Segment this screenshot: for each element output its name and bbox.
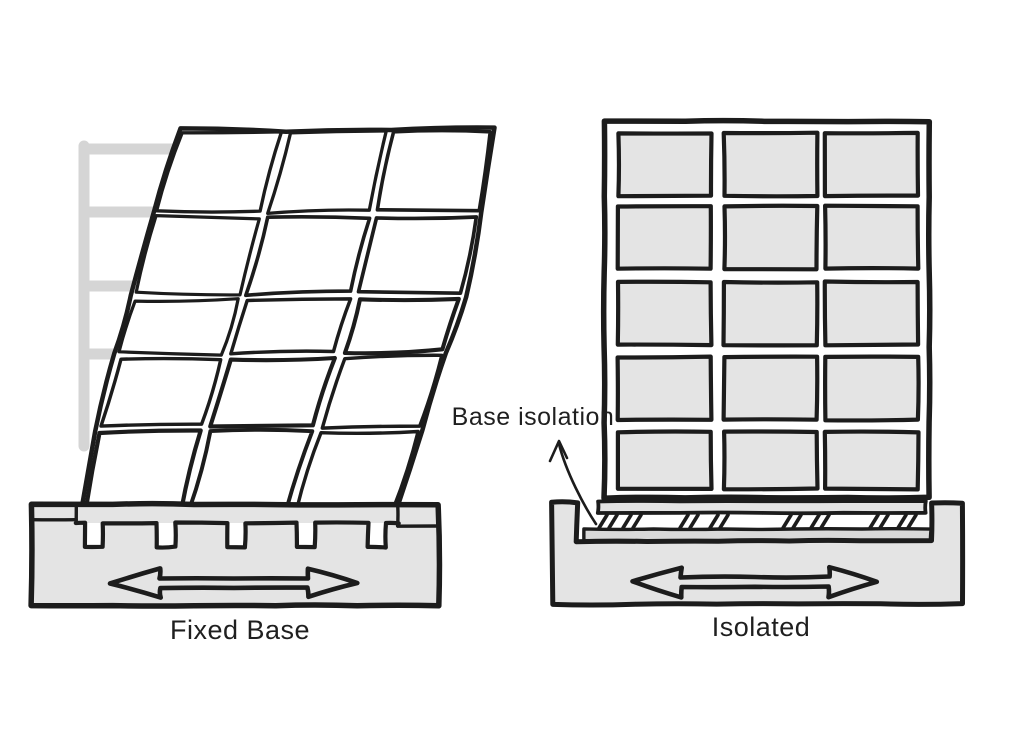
building-cell: [229, 297, 353, 356]
building-cell: [243, 215, 372, 298]
isolated-label: Isolated: [711, 612, 811, 642]
double-arrow: [630, 564, 880, 600]
building-cell: [117, 297, 240, 357]
building-window: [823, 354, 921, 423]
isolator-hatch-mark: [781, 513, 793, 530]
isolator-hatch-mark: [896, 513, 908, 530]
isolator-hatch-mark: [906, 513, 918, 530]
building-silhouette: [81, 128, 497, 508]
isolated-building-plinth: [595, 499, 928, 516]
building-window: [822, 279, 921, 348]
annotation-pointer-arrow-icon: [548, 439, 598, 526]
left-horizontal-double-arrow-icon: [107, 566, 360, 600]
foundation-notch: [227, 523, 245, 547]
building-cell: [154, 130, 284, 214]
building-window: [822, 429, 921, 492]
foundation-block: [28, 500, 443, 609]
building-cell: [208, 355, 337, 429]
building-window: [615, 279, 714, 348]
building-cell: [356, 215, 479, 296]
building-window: [615, 204, 713, 271]
plinth-slab: [595, 499, 928, 516]
right-horizontal-double-arrow-icon: [630, 564, 880, 600]
building-cell: [375, 128, 492, 213]
fixed-base-label: Fixed Base: [169, 615, 311, 645]
building-cell: [187, 427, 315, 512]
isolator-hatch-mark: [688, 513, 700, 530]
building-window: [615, 354, 714, 423]
foundation-notch: [297, 523, 315, 547]
fixed-base-foundation: [28, 500, 443, 609]
isolator-hatch-mark: [819, 513, 831, 530]
isolator-hatch-mark: [621, 513, 633, 530]
building-window: [822, 130, 921, 199]
building-window: [721, 429, 820, 492]
isolator-hatch-mark: [678, 513, 690, 530]
isolator-hatch-mark: [868, 513, 880, 530]
base-isolation-layer-icon: [597, 513, 918, 530]
building-window: [616, 131, 714, 199]
isolator-hatch-mark: [718, 513, 730, 530]
building-window: [721, 130, 820, 199]
building-outline: [79, 125, 497, 512]
isolator-hatch-mark: [631, 513, 643, 530]
foundation-notch: [85, 523, 103, 547]
isolator-hatch-mark: [597, 513, 609, 530]
isolator-hatch-mark: [878, 513, 890, 530]
isolated-foundation: [549, 499, 966, 608]
double-arrow: [107, 566, 360, 600]
foundation-teeth-line: [73, 520, 401, 550]
isolator-hatch-mark: [809, 513, 821, 530]
building-window: [722, 203, 820, 272]
building-window: [615, 429, 714, 491]
building-window: [721, 279, 820, 348]
undeformed-outline-ghost-icon: [78, 140, 182, 452]
building-cell: [83, 428, 203, 512]
pointer-curve: [557, 442, 598, 526]
base-isolation-label: Base isolation: [451, 403, 615, 431]
building-cell: [342, 296, 461, 356]
isolated-building: [600, 117, 933, 501]
isolator-hatch-mark: [708, 513, 720, 530]
building-cell: [320, 353, 444, 430]
deformed-building: [79, 125, 497, 513]
building-window: [823, 203, 921, 271]
pointer-arrowhead: [548, 439, 569, 463]
building-cell: [134, 213, 261, 297]
isolator-hatch-mark: [607, 513, 619, 530]
building-cell: [99, 356, 223, 428]
isolator-hatch-mark: [791, 513, 803, 530]
foundation-channel: [549, 499, 966, 608]
foundation-notch: [157, 523, 175, 547]
building-window: [721, 354, 820, 422]
foundation-notch: [368, 523, 386, 547]
building-cell: [294, 429, 420, 513]
